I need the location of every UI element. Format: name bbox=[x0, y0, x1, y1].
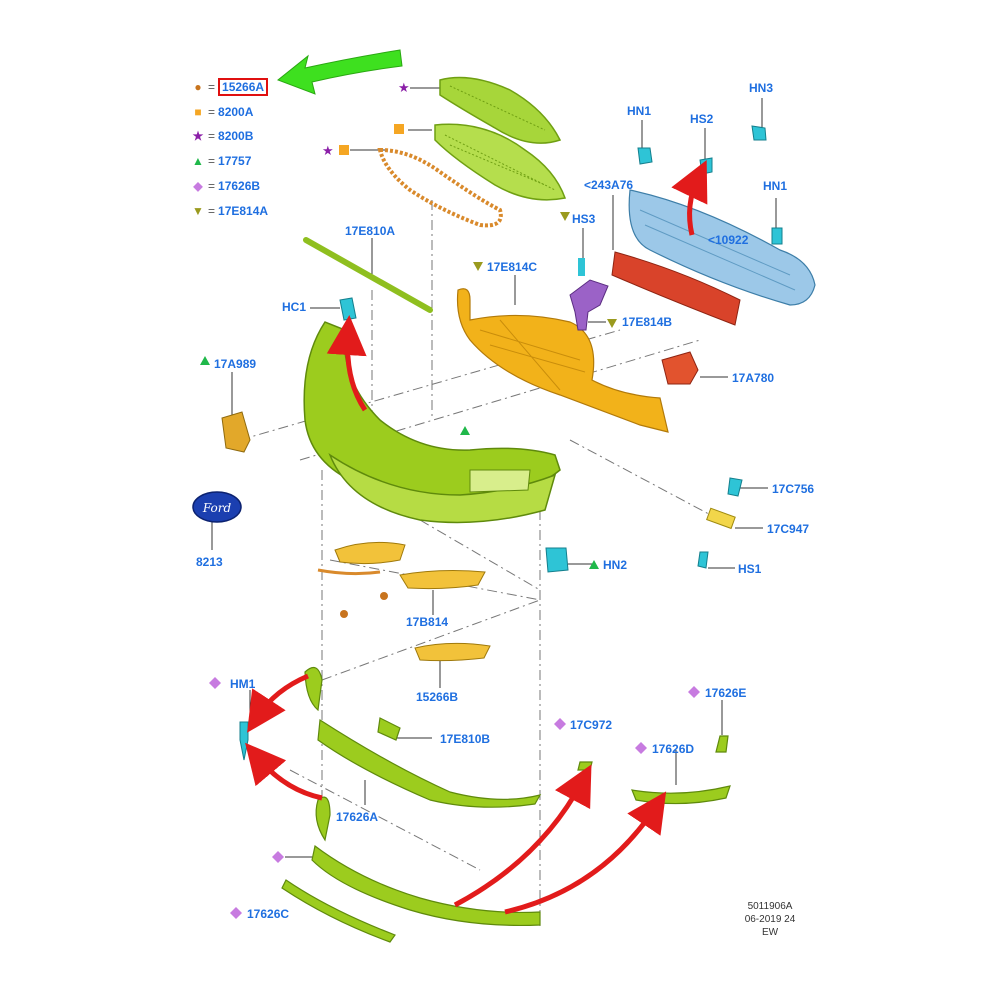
label-17E810A[interactable]: 17E810A bbox=[345, 224, 396, 238]
label-17626A[interactable]: 17626A bbox=[336, 810, 379, 824]
label-HM1[interactable]: HM1 bbox=[230, 677, 256, 691]
bumper-reinforcement bbox=[628, 189, 816, 306]
label-15266B[interactable]: 15266B bbox=[416, 690, 459, 704]
legend-code: 8200A bbox=[218, 105, 254, 119]
drawing-reference-stamp: 5011906A 06-2019 24 EW bbox=[735, 900, 805, 939]
legend-code: 8200B bbox=[218, 129, 254, 143]
label-17A989[interactable]: 17A989 bbox=[214, 357, 257, 371]
label-HN1-right[interactable]: HN1 bbox=[763, 179, 788, 193]
upper-grille bbox=[439, 76, 562, 144]
label-17C947[interactable]: 17C947 bbox=[767, 522, 810, 536]
label-HS1[interactable]: HS1 bbox=[738, 562, 762, 576]
energy-absorber bbox=[456, 288, 669, 433]
svg-text:★: ★ bbox=[398, 80, 410, 95]
label-17C756[interactable]: 17C756 bbox=[772, 482, 815, 496]
label-HS2[interactable]: HS2 bbox=[690, 112, 714, 126]
dot-icon: ● bbox=[194, 80, 202, 94]
fog-lamp-bezels bbox=[317, 541, 491, 662]
part-17C947 bbox=[706, 507, 736, 530]
ford-logo-text: Ford bbox=[202, 501, 232, 515]
triangle-up-icon: ▲ bbox=[192, 154, 204, 168]
svg-text:★: ★ bbox=[322, 143, 334, 158]
bumper-cover bbox=[303, 321, 561, 524]
brackets bbox=[339, 125, 783, 573]
label-8213[interactable]: 8213 bbox=[196, 555, 223, 569]
hs3-bracket bbox=[569, 258, 609, 331]
stamp-author: EW bbox=[761, 927, 779, 938]
legend-row-17626B: ◆=17626B bbox=[193, 179, 261, 193]
callout-arrows bbox=[245, 159, 708, 915]
label-17626C[interactable]: 17626C bbox=[247, 907, 290, 921]
legend-row-17757: ▲=17757 bbox=[192, 154, 252, 168]
part-17A780 bbox=[661, 351, 699, 385]
legend-row-15266A: ●=15266A bbox=[192, 78, 269, 96]
label-17E814B[interactable]: 17E814B bbox=[622, 315, 673, 329]
label-17626E[interactable]: 17626E bbox=[705, 686, 747, 700]
ford-oval-badge bbox=[192, 491, 242, 523]
label-HN1-top[interactable]: HN1 bbox=[627, 104, 652, 118]
diamond-icon: ◆ bbox=[193, 179, 203, 193]
label-17C972[interactable]: 17C972 bbox=[570, 718, 613, 732]
label-17B814[interactable]: 17B814 bbox=[406, 615, 449, 629]
label-HN2[interactable]: HN2 bbox=[603, 558, 628, 572]
upper-moulding-strip bbox=[303, 237, 433, 313]
legend-code: 17757 bbox=[218, 154, 252, 168]
legend-code: 17626B bbox=[218, 179, 261, 193]
label-HN3[interactable]: HN3 bbox=[749, 81, 774, 95]
label-HS3[interactable]: HS3 bbox=[572, 212, 596, 226]
legend-row-8200A: ■=8200A bbox=[192, 104, 253, 120]
square-icon: ■ bbox=[194, 105, 202, 119]
stamp-number: 5011906A bbox=[747, 901, 793, 912]
stamp-date: 06-2019 24 bbox=[744, 914, 796, 925]
star-icon: ★ bbox=[192, 129, 204, 143]
label-17A780[interactable]: 17A780 bbox=[732, 371, 775, 385]
label-17E810B[interactable]: 17E810B bbox=[440, 732, 491, 746]
grille-gasket bbox=[377, 147, 503, 228]
triangle-down-icon: ▼ bbox=[192, 204, 204, 218]
lower-valance bbox=[281, 666, 731, 943]
legend-row-17E814A: ▼=17E814A bbox=[192, 204, 269, 218]
hm1-clip bbox=[239, 721, 249, 761]
reference-markers: ★ ★ bbox=[200, 80, 700, 919]
legend-code: 17E814A bbox=[218, 204, 269, 218]
impact-foam bbox=[611, 251, 741, 326]
green-pointer-arrow bbox=[277, 49, 403, 95]
legend-row-8200B: ★=8200B bbox=[192, 129, 254, 143]
fog-lamp bbox=[221, 411, 251, 453]
label-HC1[interactable]: HC1 bbox=[282, 300, 307, 314]
label-243A76[interactable]: <243A76 bbox=[584, 178, 634, 192]
label-10922[interactable]: <10922 bbox=[708, 233, 749, 247]
legend-code[interactable]: 15266A bbox=[218, 78, 269, 96]
label-17626D[interactable]: 17626D bbox=[652, 742, 695, 756]
label-17E814C[interactable]: 17E814C bbox=[487, 260, 538, 274]
lower-grille bbox=[434, 123, 566, 201]
